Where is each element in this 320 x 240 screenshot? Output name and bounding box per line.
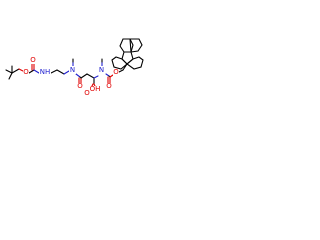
acid-hydroxyl-label: OH — [90, 85, 101, 93]
amide-carbonyl-group — [78, 73, 88, 84]
tert-butyl-group — [5, 65, 20, 80]
boc-carbamate-group — [18, 63, 40, 74]
boc-carbonyl-oxygen-label: O — [30, 56, 36, 64]
fluorenyl-group — [111, 38, 144, 71]
ethylene-linker — [50, 69, 70, 75]
amide-carbonyl-oxygen-label: O — [77, 82, 83, 90]
amide-nitrogen-label: N — [70, 66, 75, 74]
chemical-structure-diagram: O O NH N O N O O OH O — [5, 38, 144, 97]
fmoc-carbonyl-oxygen-label: O — [106, 82, 112, 90]
fmoc-nitrogen-label: N — [99, 66, 104, 74]
boc-nh-label: NH — [40, 68, 51, 76]
boc-ester-oxygen-label: O — [23, 68, 29, 76]
fmoc-carbamate-group — [105, 69, 124, 84]
acid-carbonyl-oxygen-label: O — [84, 89, 90, 97]
fmoc-ester-oxygen-label: O — [113, 68, 119, 76]
